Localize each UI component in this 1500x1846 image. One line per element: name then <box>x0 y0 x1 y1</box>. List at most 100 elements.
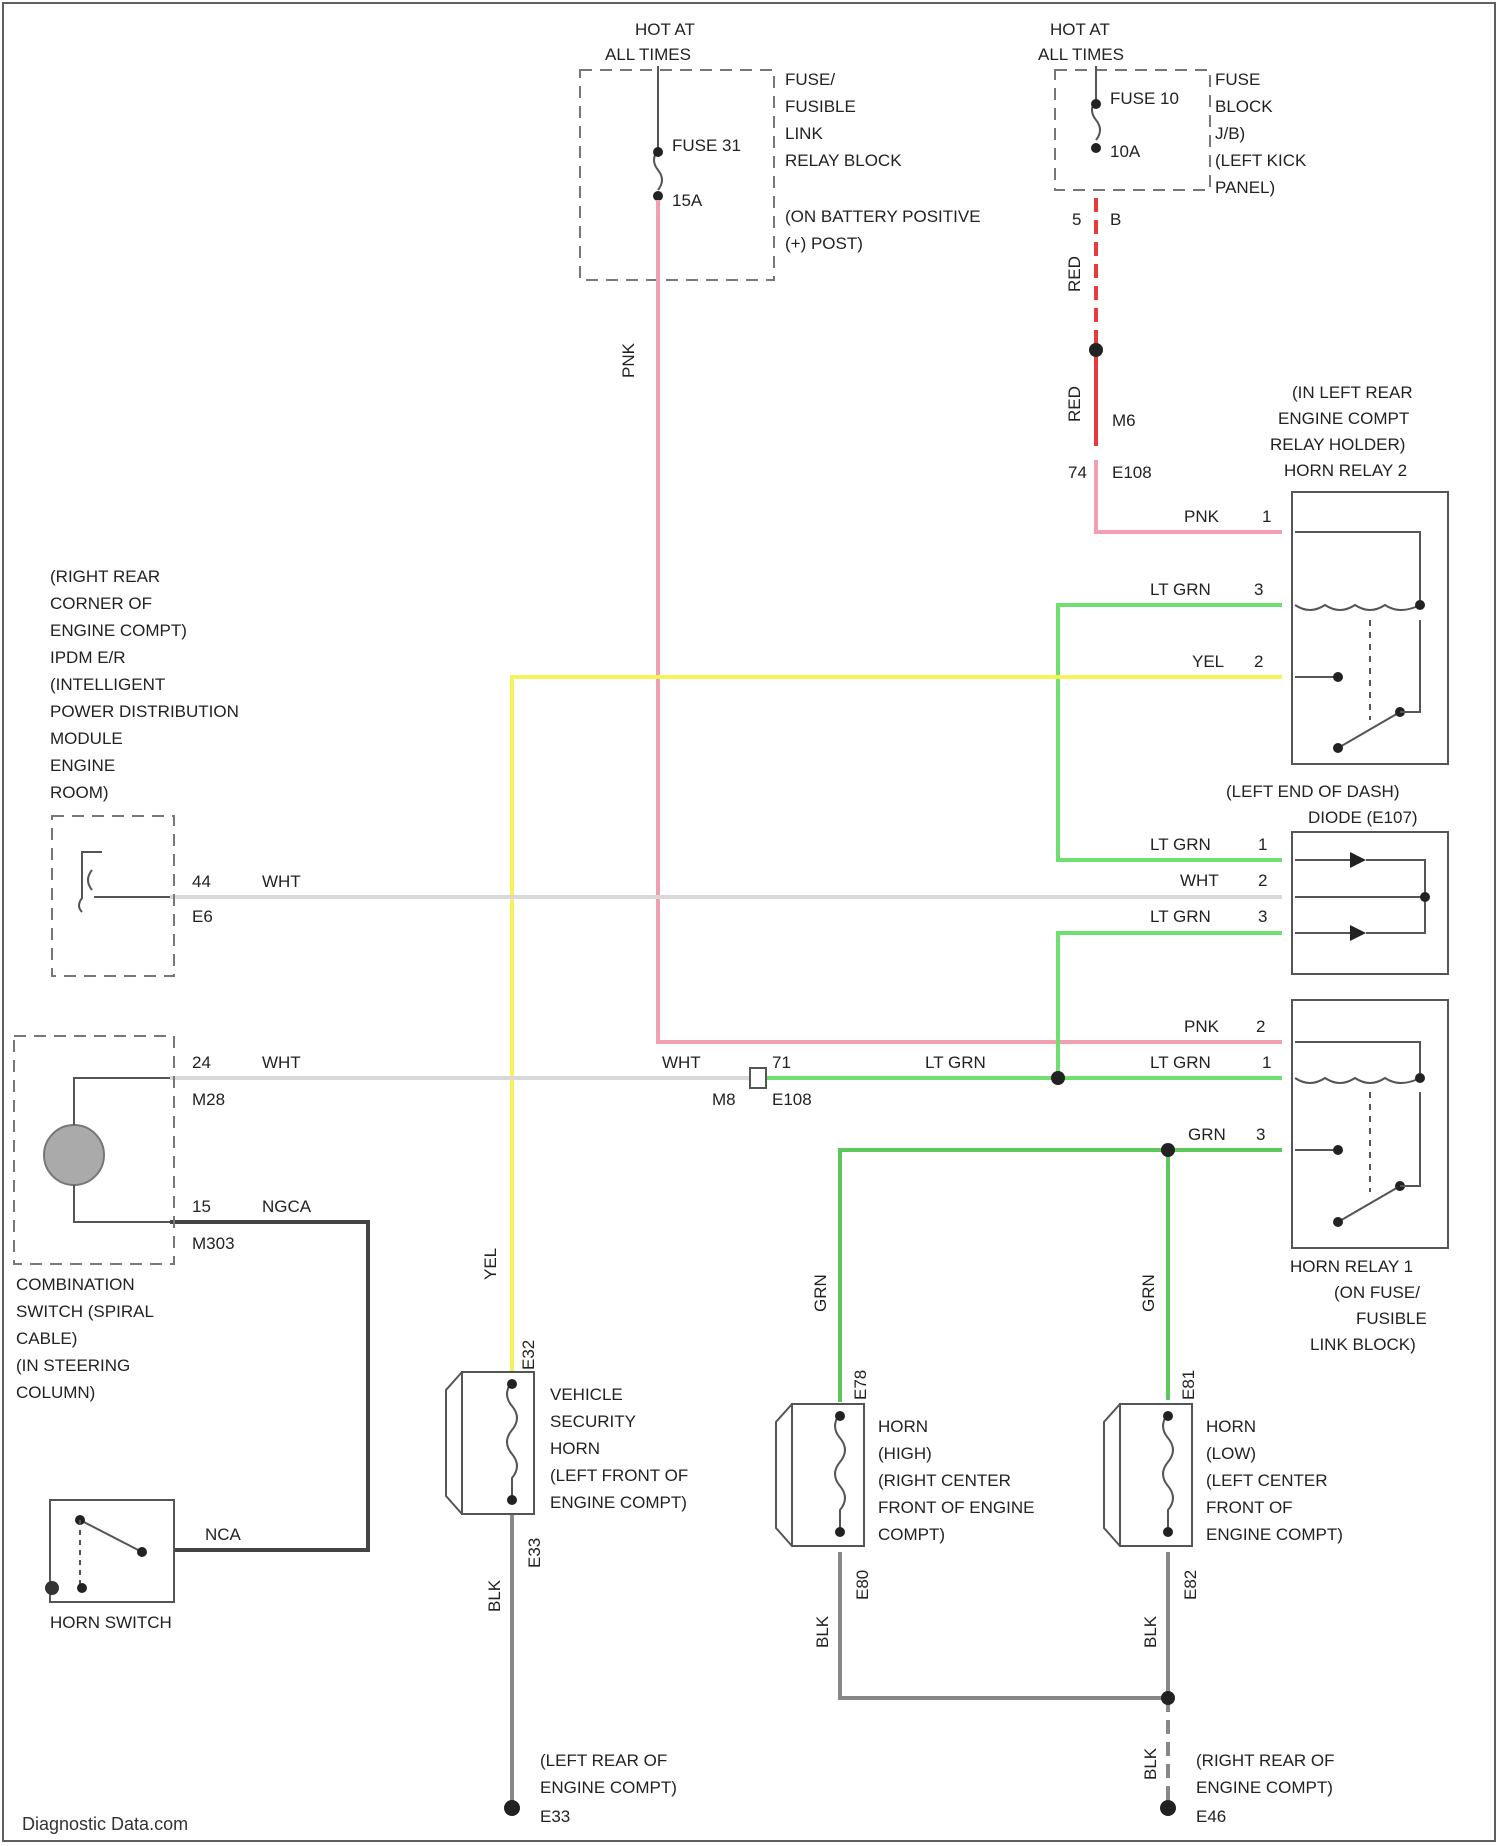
ground-right-icon <box>1160 1800 1176 1816</box>
diode-pin3-num: 3 <box>1258 907 1267 926</box>
combo-lead-top <box>74 1078 170 1125</box>
relay2-pin3-color: LT GRN <box>1150 580 1211 599</box>
fuse1-contact-top <box>653 147 663 157</box>
fuse1-hot-line1: HOT AT <box>635 20 695 39</box>
mid-conn-e108: E108 <box>772 1090 812 1109</box>
combo-wire-ngca: NGCA <box>262 1197 312 1216</box>
combo-title-2: SWITCH (SPIRAL <box>16 1302 154 1321</box>
horn-switch-label: HORN SWITCH <box>50 1613 172 1632</box>
fuse2-pin-a: 5 <box>1072 210 1081 229</box>
splice-grn <box>1161 1143 1175 1157</box>
fuse-block-1-border <box>580 70 774 280</box>
horn-relay-1: PNK 2 LT GRN 1 GRN 3 HORN RELAY 1 (ON FU… <box>1150 1000 1448 1354</box>
ipdm-title-7: MODULE <box>50 729 123 748</box>
horn-high-title-5: COMPT) <box>878 1525 945 1544</box>
ipdm-title-3: ENGINE COMPT) <box>50 621 187 640</box>
horn-high-wire-top: GRN <box>811 1274 830 1312</box>
combo-conn-m28: M28 <box>192 1090 225 1109</box>
security-horn-body <box>462 1372 534 1514</box>
ipdm-title-1: (RIGHT REAR <box>50 567 160 586</box>
blk-wire-horn-high-ground <box>840 1552 1168 1698</box>
horn-high-body <box>792 1404 864 1546</box>
conn-e108-label: E108 <box>1112 463 1152 482</box>
security-horn-wire-top: YEL <box>481 1248 500 1280</box>
horn-relay-1-box <box>1292 1000 1448 1248</box>
diode-pin2-color: WHT <box>1180 871 1219 890</box>
ipdm-er: (RIGHT REAR CORNER OF ENGINE COMPT) IPDM… <box>50 567 301 976</box>
horn-low-body <box>1120 1404 1192 1546</box>
relay2-title-4: HORN RELAY 2 <box>1284 461 1407 480</box>
security-horn-title-1: VEHICLE <box>550 1385 623 1404</box>
ground-right-title-1: (RIGHT REAR OF <box>1196 1751 1335 1770</box>
horn-low-pin-top <box>1163 1411 1173 1421</box>
security-horn-title-5: ENGINE COMPT) <box>550 1493 687 1512</box>
relay2-title-1: (IN LEFT REAR <box>1292 383 1413 402</box>
horn-low: GRN E81 HORN (LOW) (LEFT CENTER FRONT OF… <box>1104 1274 1343 1648</box>
ground-right-id: E46 <box>1196 1807 1226 1826</box>
security-horn-title-4: (LEFT FRONT OF <box>550 1466 688 1485</box>
grn-wire-horn-high <box>840 1150 1282 1402</box>
relay2-title-3: RELAY HOLDER) <box>1270 435 1405 454</box>
fuse1-location-1: FUSE/ <box>785 70 835 89</box>
relay2-coil-dot <box>1415 600 1425 610</box>
horn-low-conn-bottom: E82 <box>1181 1570 1200 1600</box>
combination-switch: 24 M28 WHT 15 M303 NGCA COMBINATION SWIT… <box>14 1036 312 1402</box>
fuse2-hot-line2: ALL TIMES <box>1038 45 1124 64</box>
relay1-pin2-num: 2 <box>1256 1017 1265 1036</box>
fuse1-name: FUSE 31 <box>672 136 741 155</box>
fuse-block-1: HOT AT ALL TIMES FUSE 31 15A FUSE/ FUSIB… <box>580 20 981 280</box>
horn-high-title-3: (RIGHT CENTER <box>878 1471 1011 1490</box>
relay2-pin2-num: 2 <box>1254 652 1263 671</box>
security-horn: YEL E32 VEHICLE SECURITY HORN (LEFT FRON… <box>446 1248 688 1612</box>
ground-left: (LEFT REAR OF ENGINE COMPT) E33 <box>504 1751 677 1826</box>
relay2-pin3-num: 3 <box>1254 580 1263 599</box>
relay1-title-2: (ON FUSE/ <box>1334 1283 1420 1302</box>
mid-pin-71: 71 <box>772 1053 791 1072</box>
ngca-wire-horn-switch <box>170 1222 368 1550</box>
security-horn-pin-top <box>507 1379 517 1389</box>
relay2-pin1-color: PNK <box>1184 507 1220 526</box>
ltgrn-wire-relay2-diode <box>1058 605 1282 860</box>
horn-high: GRN E78 HORN (HIGH) (RIGHT CENTER FRONT … <box>776 1274 1034 1648</box>
watermark: Diagnostic Data.com <box>22 1814 188 1834</box>
fuse1-location-4: RELAY BLOCK <box>785 151 902 170</box>
relay1-pin2-color: PNK <box>1184 1017 1220 1036</box>
horn-switch-wire: NCA <box>205 1525 242 1544</box>
connector-m8-e108-body <box>750 1068 766 1088</box>
relay2-pin1-num: 1 <box>1262 507 1271 526</box>
conn-74-label: 74 <box>1068 463 1087 482</box>
relay1-pin3-color: GRN <box>1188 1125 1226 1144</box>
relay2-contact-dot <box>1333 672 1343 682</box>
diode-e107: (LEFT END OF DASH) DIODE (E107) LT GRN 1… <box>1150 782 1448 974</box>
mid-conn-m8: M8 <box>712 1090 736 1109</box>
fuse2-location-2: BLOCK <box>1215 97 1273 116</box>
red-upper-label: RED <box>1065 256 1084 292</box>
diode-title-1: (LEFT END OF DASH) <box>1226 782 1399 801</box>
mid-wire-ltgrn: LT GRN <box>925 1053 986 1072</box>
relay1-title-1: HORN RELAY 1 <box>1290 1257 1413 1276</box>
fuse2-rating: 10A <box>1110 142 1141 161</box>
ipdm-title-4: IPDM E/R <box>50 648 126 667</box>
horn-low-bell-icon <box>1104 1404 1120 1546</box>
red-lower-label: RED <box>1065 386 1084 422</box>
combo-title-4: (IN STEERING <box>16 1356 130 1375</box>
ipdm-title-9: ROOM) <box>50 783 109 802</box>
diode-pin1-num: 1 <box>1258 835 1267 854</box>
horn-high-wire-bottom: BLK <box>813 1615 832 1648</box>
fuse1-location-6: (+) POST) <box>785 234 863 253</box>
horn-switch: NCA HORN SWITCH <box>45 1500 242 1632</box>
horn-low-wire-top: GRN <box>1139 1274 1158 1312</box>
horn-high-pin-top <box>835 1411 845 1421</box>
ipdm-conn: E6 <box>192 907 213 926</box>
horn-switch-contact <box>137 1547 147 1557</box>
combo-pin24: 24 <box>192 1053 211 1072</box>
diode-title-2: DIODE (E107) <box>1308 808 1418 827</box>
horn-switch-ground-icon <box>45 1581 59 1595</box>
spiral-cable-icon <box>44 1125 104 1185</box>
combo-conn-m303: M303 <box>192 1234 235 1253</box>
ipdm-wire: WHT <box>262 872 301 891</box>
diode-pin3-color: LT GRN <box>1150 907 1211 926</box>
security-horn-conn-bottom: E33 <box>525 1538 544 1568</box>
diode-pin1-color: LT GRN <box>1150 835 1211 854</box>
horn-low-title-2: (LOW) <box>1206 1444 1256 1463</box>
